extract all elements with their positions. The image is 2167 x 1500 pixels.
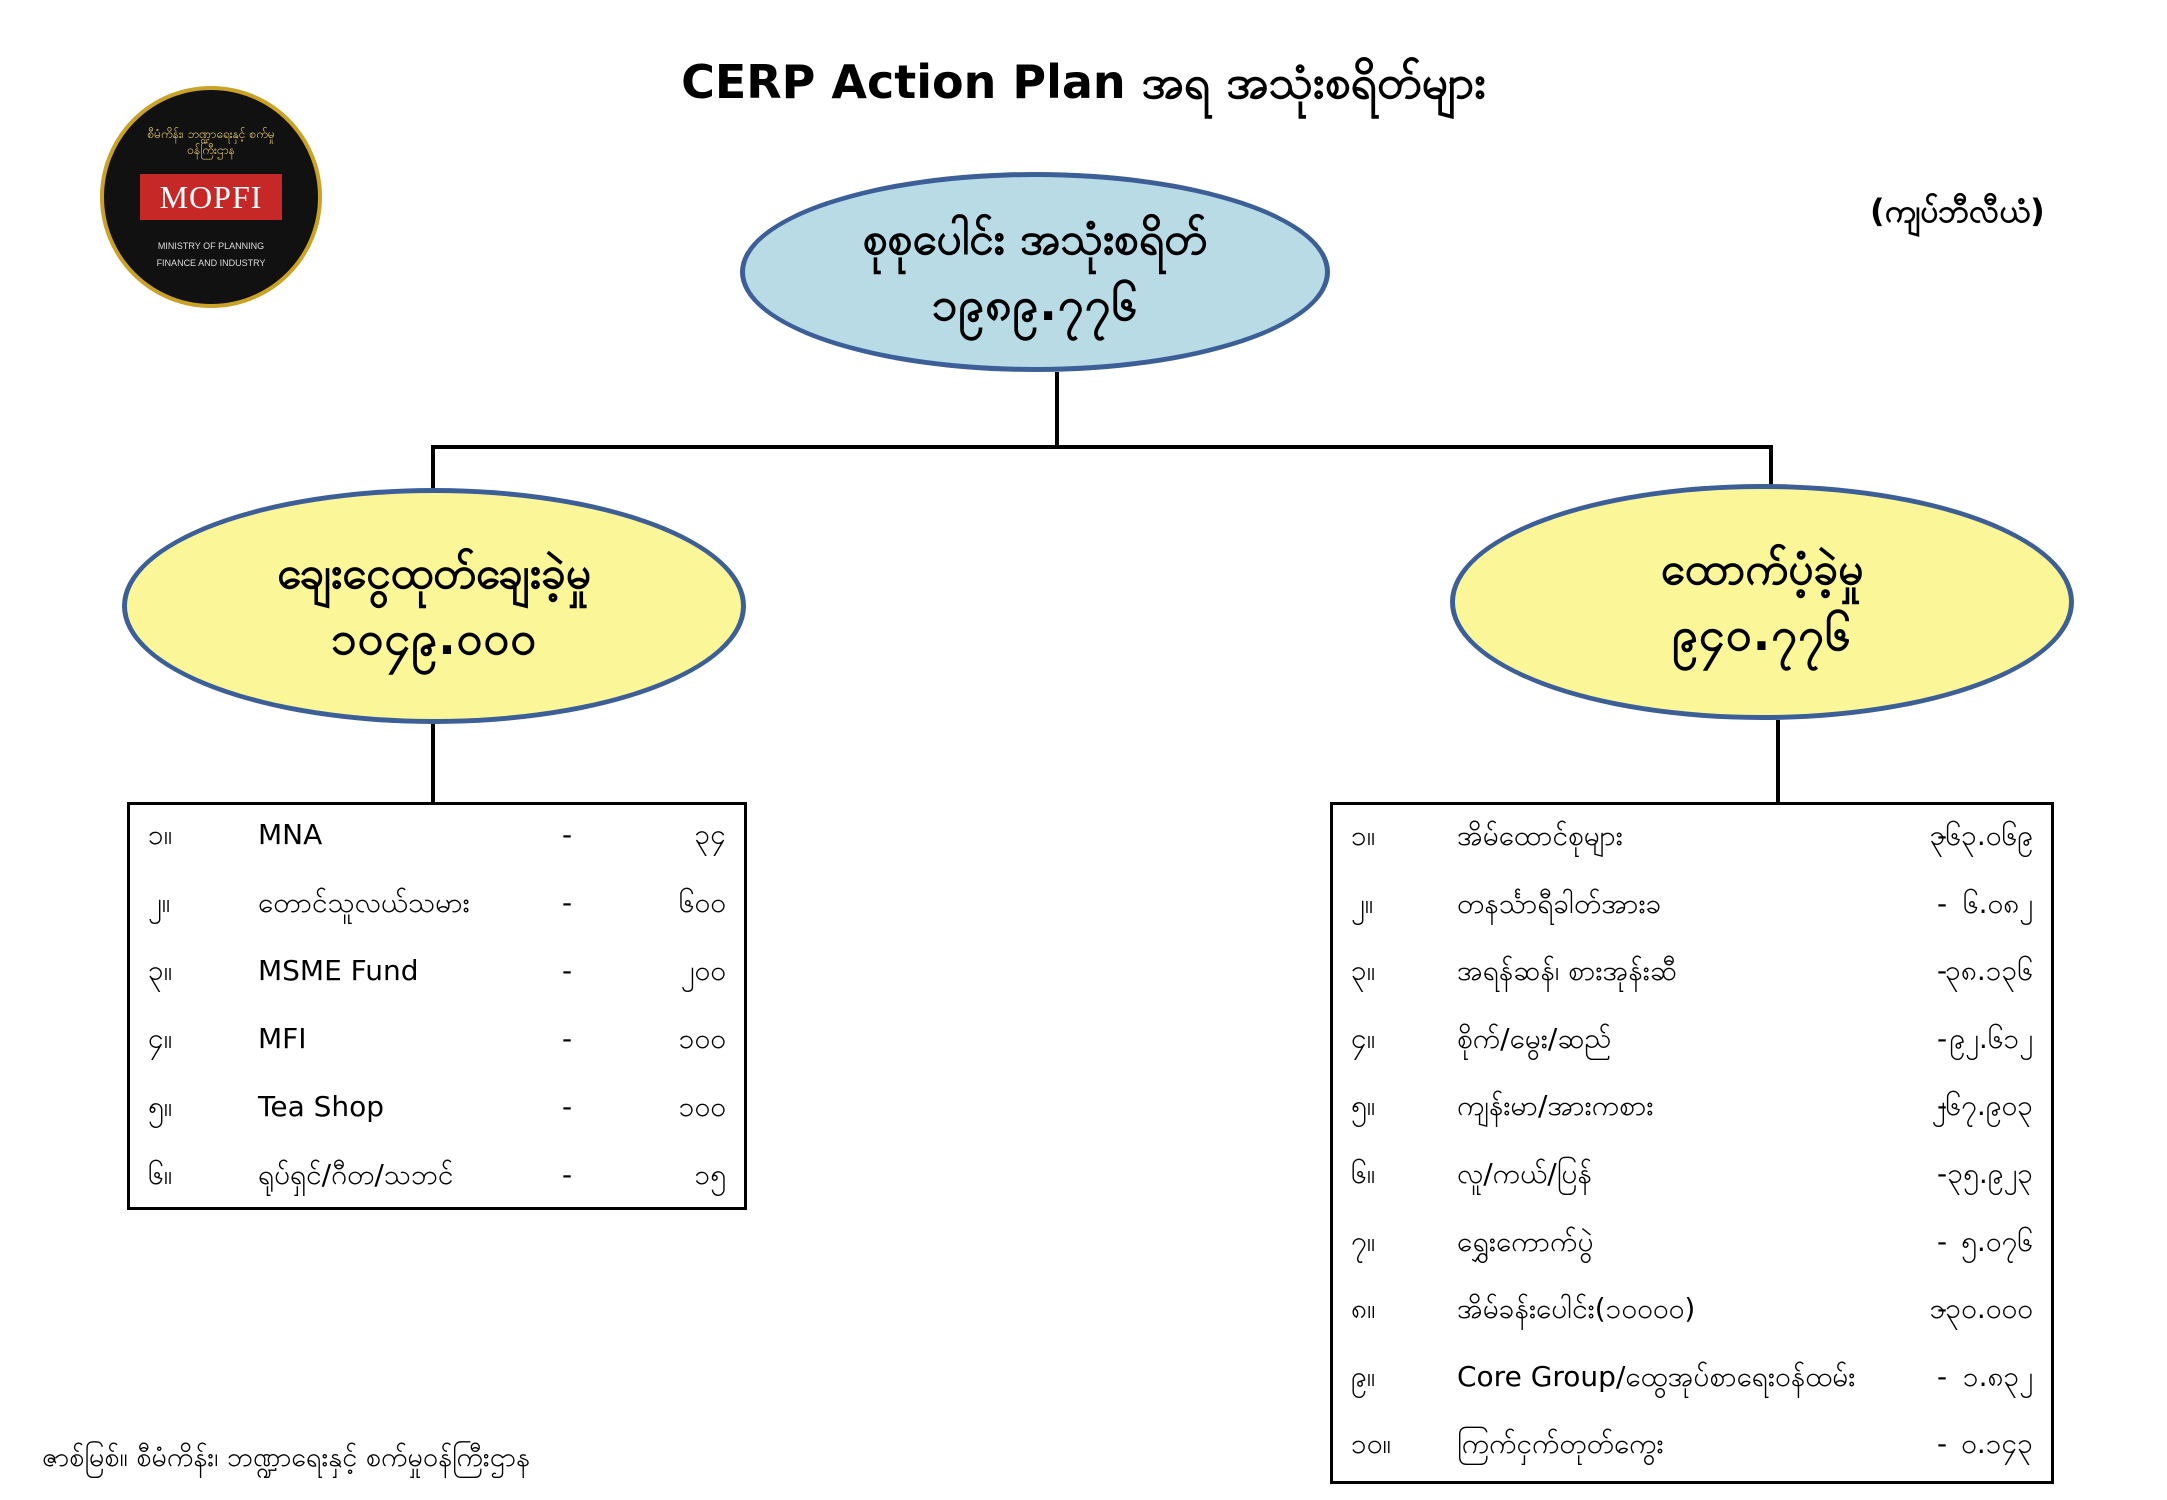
item-number: ၂။: [148, 886, 171, 919]
total-expenditure-node: စုစုပေါင်း အသုံးစရိတ် ၁၉၈၉.၇၇၆: [740, 172, 1330, 372]
item-number: ၄။: [148, 1022, 173, 1055]
list-item: ၃။ MSME Fund - ၂၀၀: [130, 951, 744, 991]
item-number: ၃။: [1351, 954, 1376, 988]
list-item: ၅။ ကျန်းမာ/အားကစား -၂၆၇.၉၀၃: [1333, 1086, 2051, 1126]
item-dash: -: [1937, 1089, 1948, 1123]
item-number: ၈။: [1351, 1292, 1376, 1326]
list-item: ၂။ တနင်္သာရီခါတ်အားခ -၆.၀၈၂: [1333, 884, 2051, 924]
item-dash: -: [1937, 1359, 1948, 1393]
item-number: ၃။: [148, 954, 173, 987]
item-dash: -: [562, 1022, 573, 1055]
support-value: ၉၄၀.၇၇၆: [1672, 607, 1852, 661]
list-item: ၄။ MFI - ၁၀၀: [130, 1019, 744, 1059]
item-number: ၉။: [1351, 1359, 1376, 1393]
item-value: ၃၅.၉၂၃: [1947, 1157, 2033, 1190]
list-item: ၄။ စိုက်/မွေး/ဆည် -၉၂.၆၁၂: [1333, 1019, 2051, 1059]
loans-label: ချေးငွေထုတ်ချေးခဲ့မှု: [277, 548, 591, 599]
item-number: ၁၀။: [1351, 1427, 1391, 1461]
item-dash: -: [562, 1158, 573, 1191]
loans-breakdown-list: ၁။ MNA - ၃၄၂။ တောင်သူလယ်သမား - ၆၀၀၃။ MSME Fund -…: [127, 802, 747, 1210]
loans-value: ၁၀၄၉.၀၀၀: [330, 611, 538, 665]
item-name: လူ/ကယ်/ပြန်: [1457, 1157, 1592, 1190]
item-dash: -: [1937, 819, 1948, 852]
item-name: တောင်သူလယ်သမား: [258, 886, 470, 919]
item-name: Tea Shop: [258, 1090, 385, 1123]
item-value: ၃၆၃.၀၆၉: [1929, 819, 2033, 852]
item-name: စိုက်/မွေး/ဆည်: [1457, 1021, 1612, 1055]
mopfi-logo: စီမံကိန်း၊ ဘဏ္ဍာရေးနှင့် စက်မှုဝန်ကြီးဌာ…: [100, 86, 322, 308]
item-dash: -: [1937, 954, 1948, 988]
list-item: ၆။ ရုပ်ရှင်/ဂီတ/သဘင် - ၁၅: [130, 1155, 744, 1195]
source-note: ဇာစ်မြစ်။ စီမံကိန်း၊ ဘဏ္ဍာရေးနှင့် စက်မှ…: [42, 1442, 530, 1473]
item-number: ၆။: [148, 1158, 173, 1191]
list-item: ၇။ ရွှေးကောက်ပွဲ -၅.၀၇၆: [1333, 1222, 2051, 1262]
item-value: ၀.၁၄၃: [1961, 1427, 2033, 1461]
item-dash: -: [1937, 1292, 1948, 1326]
list-item: ၂။ တောင်သူလယ်သမား - ၆၀၀: [130, 883, 744, 923]
item-dash: -: [562, 818, 573, 851]
item-dash: -: [562, 954, 573, 987]
item-name: ရုပ်ရှင်/ဂီတ/သဘင်: [258, 1158, 454, 1191]
item-name: ကြက်ငှက်တုတ်ကွေး: [1457, 1427, 1664, 1461]
item-dash: -: [562, 1090, 573, 1123]
item-value: ၆၀၀: [678, 886, 726, 919]
item-value: ၃၄: [694, 818, 727, 851]
item-value: ၃၈.၁၃၆: [1945, 954, 2033, 988]
item-name: အရန်ဆန်၊ စားအုန်းဆီ: [1457, 954, 1677, 988]
item-value: ၁၀၀: [678, 1022, 726, 1055]
item-number: ၂။: [1351, 886, 1374, 920]
item-number: ၇။: [1351, 1224, 1376, 1258]
logo-mopfi-text: MOPFI: [140, 174, 282, 220]
item-dash: -: [1937, 886, 1948, 920]
support-breakdown-list: ၁။အိမ်ထောင်စုများ-၃၆၃.၀၆၉၂။တနင်္သာရီခါတ်…: [1330, 802, 2054, 1484]
total-expenditure-value: ၁၉၈၉.၇၇၆: [931, 277, 1139, 331]
item-name: MSME Fund: [258, 954, 419, 987]
item-number: ၅။: [1351, 1089, 1376, 1123]
logo-ministry-text: စီမံကိန်း၊ ဘဏ္ဍာရေးနှင့် စက်မှုဝန်ကြီးဌာ…: [147, 127, 275, 157]
item-value: ၂၆၇.၉၀၃: [1931, 1089, 2033, 1123]
item-name: တနင်္သာရီခါတ်အားခ: [1457, 886, 1662, 920]
total-expenditure-label: စုစုပေါင်း အသုံးစရိတ်: [863, 214, 1207, 265]
list-item: ၆။ လူ/ကယ်/ပြန် -၃၅.၉၂၃: [1333, 1154, 2051, 1194]
list-item: ၉။ Core Group/ထွေအုပ်စာရေးဝန်ထမ်း -၁.၈၃၂: [1333, 1357, 2051, 1397]
list-item: ၁။ အိမ်ထောင်စုများ -၃၆၃.၀၆၉: [1333, 816, 2051, 856]
page-title: CERP Action Plan အရ အသုံးစရိတ်များ: [681, 55, 1486, 109]
item-name: Core Group/ထွေအုပ်စာရေးဝန်ထမ်း: [1457, 1359, 1856, 1393]
item-dash: -: [562, 886, 573, 919]
support-label: ထောက်ပံ့ခဲ့မှု: [1660, 544, 1864, 595]
item-number: ၁။: [148, 818, 173, 851]
list-item: ၁၀။ ကြက်ငှက်တုတ်ကွေး -၀.၁၄၃: [1333, 1424, 2051, 1464]
item-value: ၅.၀၇၆: [1961, 1224, 2033, 1258]
item-value: ၆.၀၈၂: [1962, 886, 2033, 920]
unit-label: (ကျပ်ဘီလီယံ): [1870, 192, 2045, 230]
item-number: ၆။: [1351, 1157, 1376, 1190]
list-item: ၁။ MNA - ၃၄: [130, 815, 744, 855]
item-name: ကျန်းမာ/အားကစား: [1457, 1089, 1654, 1123]
item-name: ရွှေးကောက်ပွဲ: [1457, 1224, 1594, 1258]
list-item: ၅။ Tea Shop - ၁၀၀: [130, 1087, 744, 1127]
item-name: MFI: [258, 1022, 307, 1055]
item-name: အိမ်ခန်းပေါင်း(၁၀၀၀၀): [1457, 1292, 1696, 1326]
item-number: ၅။: [148, 1090, 173, 1123]
loans-node: ချေးငွေထုတ်ချေးခဲ့မှု ၁၀၄၉.၀၀၀: [122, 488, 746, 724]
item-name: အိမ်ထောင်စုများ: [1457, 819, 1623, 852]
support-node: ထောက်ပံ့ခဲ့မှု ၉၄၀.၇၇၆: [1450, 484, 2074, 720]
list-item: ၈။ အိမ်ခန်းပေါင်း(၁၀၀၀၀) -၁၃၀.၀၀၀: [1333, 1289, 2051, 1329]
item-value: ၉၂.၆၁၂: [1949, 1021, 2033, 1055]
list-item: ၃။ အရန်ဆန်၊ စားအုန်းဆီ -၃၈.၁၃၆: [1333, 951, 2051, 991]
item-value: ၁.၈၃၂: [1962, 1359, 2033, 1393]
item-dash: -: [1937, 1224, 1948, 1258]
item-value: ၁၀၀: [678, 1090, 726, 1123]
item-value: ၂၀၀: [680, 954, 726, 987]
item-name: MNA: [258, 818, 323, 851]
item-dash: -: [1937, 1021, 1948, 1055]
item-value: ၁၃၀.၀၀၀: [1929, 1292, 2033, 1326]
item-value: ၁၅: [694, 1158, 727, 1191]
item-number: ၄။: [1351, 1021, 1376, 1055]
item-dash: -: [1937, 1427, 1948, 1461]
item-number: ၁။: [1351, 819, 1376, 852]
item-dash: -: [1937, 1157, 1948, 1190]
